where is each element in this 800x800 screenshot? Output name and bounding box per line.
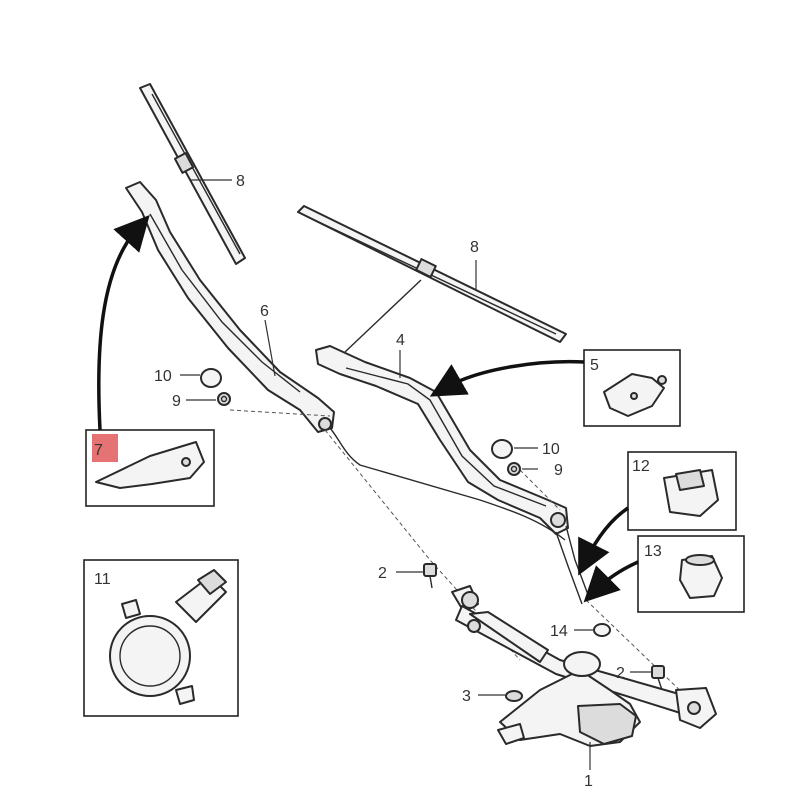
arrow-to-clip (578, 506, 629, 576)
callout-6: 6 (260, 303, 269, 320)
wiper-linkage-motor (451, 585, 717, 770)
callout-10-left: 10 (154, 368, 172, 385)
callout-14: 14 (550, 623, 568, 640)
arrow-to-grommet (583, 560, 639, 603)
cap-right (491, 439, 538, 459)
callout-5: 5 (590, 357, 599, 374)
callout-7: 7 (94, 442, 103, 459)
inset-cover (85, 429, 215, 507)
callout-9-right: 9 (554, 462, 563, 479)
inset-grommet (637, 535, 745, 613)
callout-8-right: 8 (470, 239, 479, 256)
arrow-to-arm-right (429, 359, 585, 397)
callout-9-left: 9 (172, 393, 181, 410)
nut-right (507, 462, 538, 476)
cap-left (180, 368, 222, 388)
inset-nozzle (583, 349, 681, 427)
callout-4: 4 (396, 332, 405, 349)
callout-2-right: 2 (616, 665, 625, 682)
wiper-blade-left (139, 83, 246, 265)
callout-11: 11 (94, 571, 111, 588)
callout-12: 12 (632, 458, 650, 475)
nut-motor (574, 623, 611, 637)
wiper-arm-right (315, 345, 591, 605)
bolt-right (630, 665, 665, 691)
inset-clip (627, 451, 737, 531)
nut-left (186, 392, 231, 406)
callout-2-left: 2 (378, 565, 387, 582)
callout-10-right: 10 (542, 441, 560, 458)
callout-1: 1 (584, 773, 593, 790)
callout-3: 3 (462, 688, 471, 705)
inset-sensor (83, 559, 239, 717)
highlight-marker (92, 434, 118, 462)
screw (478, 690, 523, 702)
callout-13: 13 (644, 543, 662, 560)
callout-8-left: 8 (236, 173, 245, 190)
wiper-arm-left (125, 181, 566, 541)
bolt-left (396, 563, 437, 589)
wiper-blade-right (297, 205, 567, 343)
arrow-to-arm-left (97, 215, 150, 431)
